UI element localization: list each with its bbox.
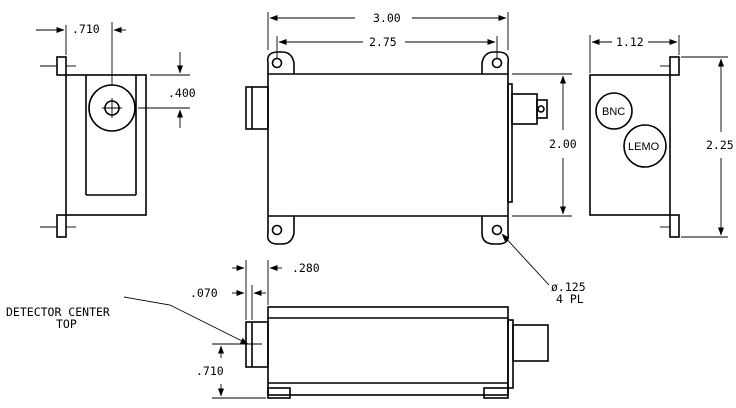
dim-top-holes: 2.75 — [369, 35, 397, 49]
dim-side-offset-a: .280 — [292, 261, 320, 275]
right-view: BNC LEMO 1.12 2.25 — [589, 35, 734, 238]
dim-right-height: 2.25 — [706, 138, 734, 152]
right-body — [589, 74, 671, 216]
side-foot-left — [267, 387, 291, 399]
lemo-label: LEMO — [628, 141, 660, 153]
front-flange-top — [56, 56, 67, 76]
top-hole-tl — [271, 57, 283, 69]
dim-side-height: .710 — [196, 364, 224, 378]
right-flange-bottom — [669, 214, 680, 238]
bnc-connector — [595, 92, 633, 130]
front-body — [65, 74, 147, 216]
dim-front-offset: .710 — [72, 22, 100, 36]
top-hole-br — [491, 224, 503, 236]
lemo-connector — [623, 124, 667, 168]
side-detector-stub — [245, 321, 269, 368]
top-hole-bl — [271, 224, 283, 236]
top-body — [266, 51, 510, 245]
dim-top-height: 2.00 — [549, 137, 577, 151]
hole-diameter: ø.125 — [551, 280, 586, 294]
top-detector-stub — [245, 86, 269, 130]
dim-right-depth: 1.12 — [616, 35, 644, 49]
top-connector-body — [511, 93, 538, 125]
bnc-label: BNC — [602, 106, 625, 118]
right-flange-top — [669, 56, 680, 76]
side-view: .280 .070 .710 DETECTOR CENTER TOP — [6, 260, 549, 399]
detector-note-line1: DETECTOR CENTER — [6, 305, 110, 319]
front-view: .710 .400 — [36, 22, 196, 238]
hole-count: 4 PL — [556, 292, 584, 306]
dim-front-height: .400 — [168, 86, 196, 100]
dim-side-offset-b: .070 — [190, 286, 218, 300]
top-connector-tip — [536, 99, 548, 119]
top-view: 3.00 2.75 2.00 ø.125 4 PL — [245, 11, 586, 306]
side-foot-right — [483, 387, 509, 399]
dim-top-width: 3.00 — [373, 11, 401, 25]
top-hole-tr — [491, 57, 503, 69]
side-body — [267, 306, 509, 396]
side-connector-body — [512, 324, 549, 362]
detector-note-line2: TOP — [56, 317, 77, 331]
front-flange-bottom — [56, 214, 67, 238]
top-connector-plate — [507, 83, 513, 203]
